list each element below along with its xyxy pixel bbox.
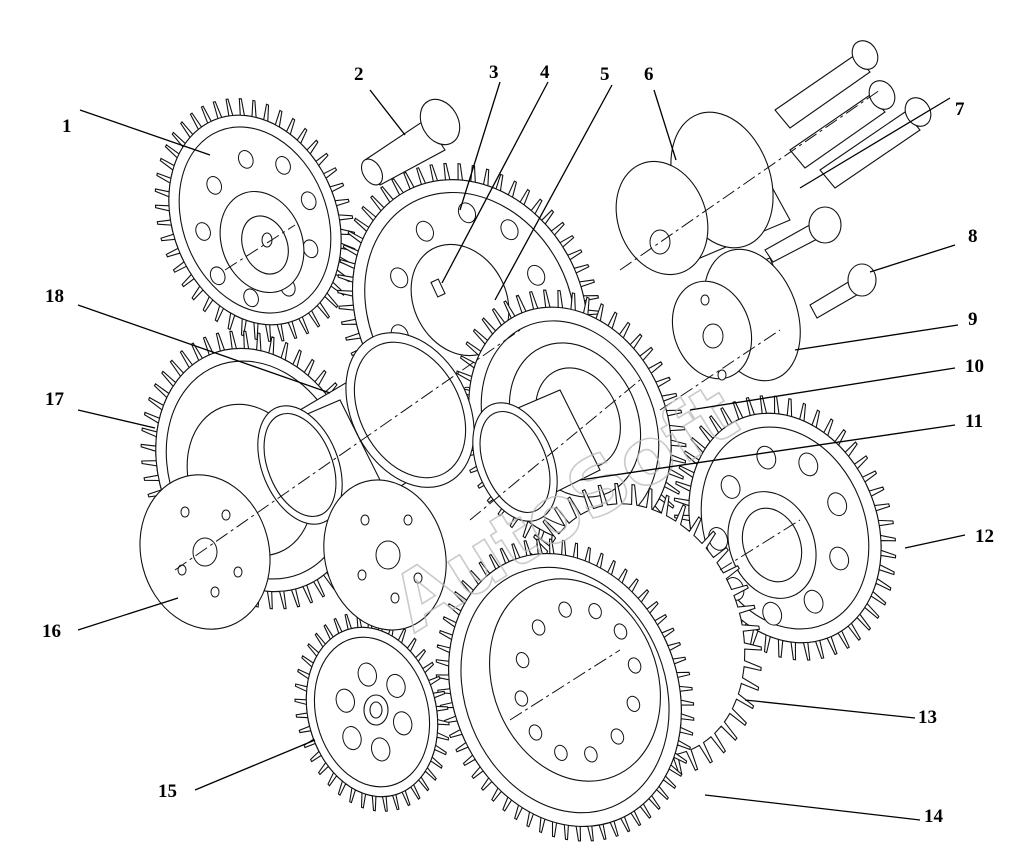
- bolts-7: [774, 40, 932, 189]
- gear-3-hole: [500, 219, 519, 241]
- gear-15: [294, 612, 450, 812]
- gear-1-hole: [300, 191, 317, 211]
- gear-15-hole: [342, 726, 362, 751]
- gear-1-hole: [243, 288, 259, 308]
- gear-14-hole: [610, 728, 625, 745]
- callout-18: 18: [45, 286, 64, 307]
- flange-16: [139, 474, 271, 630]
- gear-3-hole: [415, 220, 434, 242]
- leader-lines: [77, 81, 966, 821]
- gear-14-hole: [514, 690, 529, 707]
- gear-14-hole: [626, 695, 641, 712]
- pin-2: [360, 98, 461, 186]
- gear-12-hole: [798, 452, 819, 477]
- gear-1-hole: [206, 176, 223, 195]
- gear-14-hole: [558, 601, 572, 618]
- gear-12-holes: [708, 445, 850, 626]
- gear-15-hole: [392, 711, 413, 736]
- gear-15-hole: [386, 673, 406, 698]
- gear-15-hole: [335, 688, 356, 713]
- gear-14-hole: [627, 657, 642, 674]
- gear-14-hole: [588, 603, 602, 620]
- callout-17: 17: [45, 389, 65, 410]
- callout-labels: 1 2 3 4 5 6 7 8 9 10 11 12 13 14 15 16 1…: [42, 62, 994, 827]
- gear-14-hole: [554, 744, 568, 761]
- gear-12-hole: [803, 589, 824, 614]
- gear-15-hole: [357, 662, 378, 687]
- bushing-11: [472, 389, 601, 522]
- gear-1-hole: [209, 266, 226, 286]
- gear-1: [154, 98, 356, 342]
- gear-12-hole: [829, 546, 850, 571]
- gear-15-hole: [370, 737, 391, 762]
- callout-9: 9: [968, 309, 978, 330]
- gear-12-hole: [762, 601, 783, 626]
- gear-12-hole: [720, 475, 741, 499]
- gear-12-hole: [827, 492, 848, 517]
- key-4: [430, 278, 446, 298]
- callout-1: 1: [62, 116, 72, 137]
- callout-13: 13: [918, 707, 937, 728]
- bolts-8: [764, 206, 877, 319]
- gear-3-hole: [527, 264, 546, 286]
- gear-1-hole: [237, 150, 254, 169]
- callout-2: 2: [354, 64, 364, 85]
- callout-16: 16: [42, 621, 61, 642]
- gear-14-hole: [531, 619, 546, 636]
- callout-10: 10: [965, 356, 984, 377]
- gear-14-hole: [528, 724, 543, 741]
- callout-5: 5: [600, 64, 610, 85]
- flange-center: [323, 479, 447, 631]
- callout-14: 14: [924, 806, 944, 827]
- callout-11: 11: [965, 411, 983, 432]
- callout-12: 12: [975, 526, 994, 547]
- gear-3-hole: [390, 267, 409, 289]
- center-lines: [174, 89, 881, 721]
- gear-14-hole: [584, 746, 598, 763]
- callout-6: 6: [644, 64, 654, 85]
- callout-7: 7: [955, 99, 965, 120]
- gear-1-hole: [275, 156, 291, 175]
- callout-8: 8: [968, 226, 978, 247]
- callout-15: 15: [158, 781, 177, 802]
- stub-shaft-6: [615, 111, 791, 276]
- gear-14-hole: [613, 623, 628, 640]
- gear-14-hole: [515, 652, 530, 669]
- callout-4: 4: [540, 62, 550, 83]
- stub-shaft-9: [671, 248, 801, 382]
- callout-3: 3: [489, 62, 499, 83]
- gear-1-hole: [195, 222, 211, 241]
- gear-14: [435, 538, 695, 842]
